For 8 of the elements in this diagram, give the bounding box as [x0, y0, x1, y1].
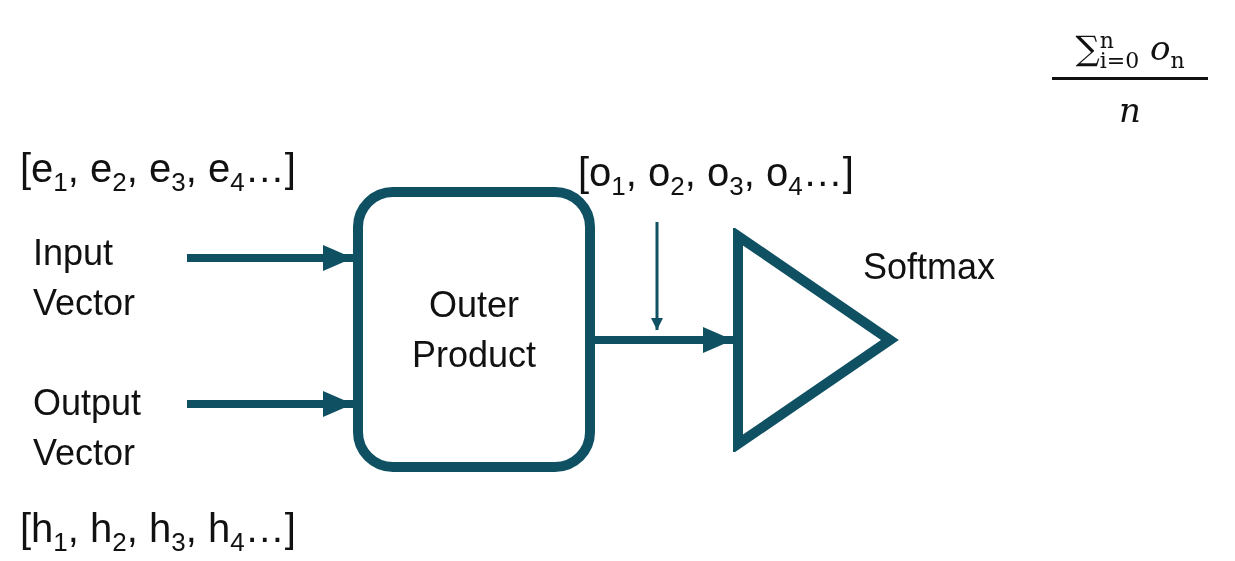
softmax-label: Softmax	[863, 245, 996, 289]
pointer-arrow	[651, 222, 663, 330]
node-label: Outer Product	[410, 282, 538, 377]
output-vector-notation: [o$_{1}$, o$_{2}$, o$_{3}$, o$_{4}$…]	[578, 150, 854, 202]
vector-notation: [e$_{1}$, e$_{2}$, e$_{3}$, e$_{4}$…]	[20, 146, 296, 198]
input-label: Input Vector	[33, 231, 137, 325]
vector-notation: [h$_{1}$, h$_{2}$, h$_{3}$, h$_{4}$…]	[20, 506, 296, 558]
input-label: Output Vector	[33, 381, 143, 475]
